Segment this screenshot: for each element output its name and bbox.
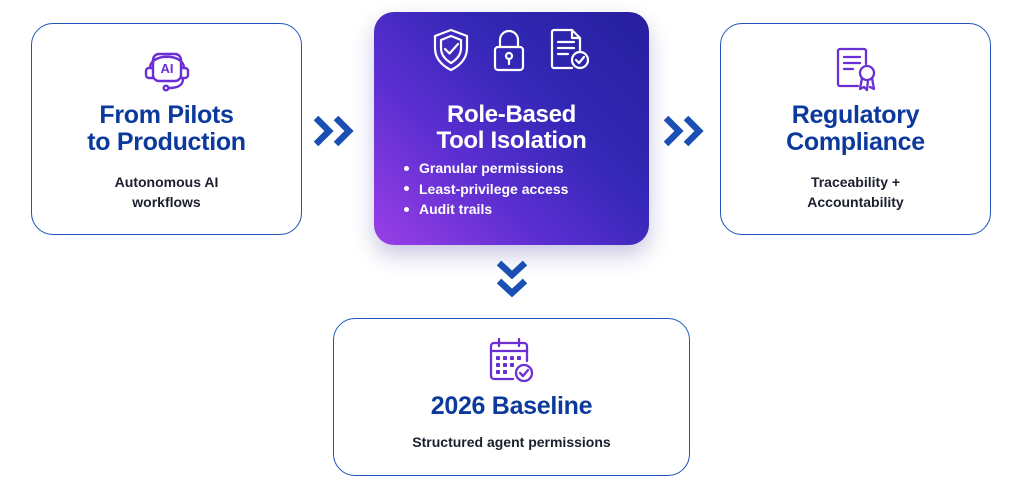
- bullet-dot: [404, 206, 409, 212]
- list-item-label: Granular permissions: [419, 160, 564, 176]
- bullet-list: Granular permissions Least-privilege acc…: [404, 158, 568, 220]
- document-check-icon: [550, 28, 589, 70]
- subtitle-line: workflows: [132, 194, 201, 210]
- list-item: Granular permissions: [404, 158, 568, 179]
- certificate-icon: [836, 47, 875, 92]
- subtitle-line: Traceability +: [810, 174, 901, 190]
- padlock-icon: [493, 29, 524, 72]
- title-line: Regulatory: [791, 101, 920, 129]
- card-title: 2026 Baseline: [430, 392, 593, 420]
- card-title: Role-Based Tool Isolation: [374, 102, 649, 154]
- icon-row: [374, 28, 649, 72]
- list-item: Least-privilege access: [404, 179, 568, 200]
- title-line: Compliance: [786, 128, 925, 156]
- ai-headset-icon: AI: [144, 52, 189, 92]
- card-subtitle: Autonomous AI workflows: [32, 172, 301, 212]
- double-chevron-right-icon: [664, 115, 704, 147]
- subtitle-line: Autonomous AI: [114, 174, 219, 190]
- card-subtitle: Structured agent permissions: [412, 434, 611, 450]
- double-chevron-down-icon: [496, 260, 528, 298]
- regulatory-compliance-card: Regulatory Compliance Traceability + Acc…: [720, 23, 991, 235]
- card-subtitle: Traceability + Accountability: [721, 172, 990, 212]
- list-item-label: Audit trails: [419, 201, 493, 217]
- bullet-dot: [404, 186, 409, 192]
- list-item-label: Least-privilege access: [419, 180, 569, 197]
- title-line: Tool Isolation: [436, 127, 587, 154]
- title-line: to Production: [87, 128, 246, 156]
- subtitle-line: Accountability: [807, 194, 904, 210]
- title-line: From Pilots: [99, 101, 234, 129]
- bullet-dot: [404, 165, 409, 171]
- card-title: Regulatory Compliance: [721, 102, 990, 156]
- baseline-2026-card: 2026 Baseline Structured agent permissio…: [333, 318, 690, 476]
- double-chevron-right-icon: [314, 115, 354, 147]
- calendar-check-icon: [489, 337, 533, 383]
- pilots-to-production-card: AI From Pilots to Production Autonomous …: [31, 23, 302, 235]
- tool-isolation-card: Role-Based Tool Isolation Granular permi…: [374, 12, 649, 245]
- title-line: Role-Based: [446, 101, 577, 128]
- card-title: From Pilots to Production: [32, 102, 301, 156]
- svg-text:AI: AI: [160, 61, 173, 76]
- shield-check-icon: [433, 28, 468, 72]
- list-item: Audit trails: [404, 199, 568, 220]
